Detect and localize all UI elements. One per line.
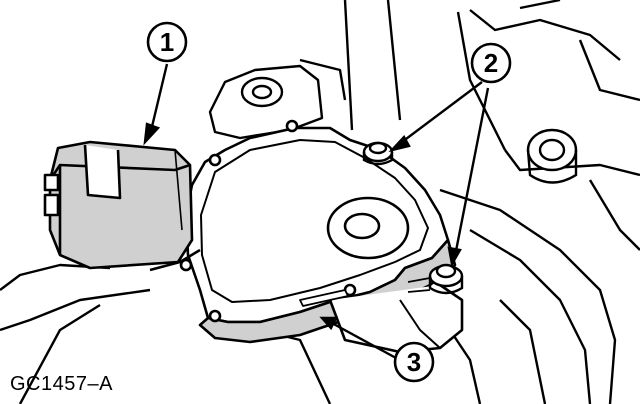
electrical-connector [43, 140, 201, 272]
retaining-bolt [407, 263, 464, 295]
callout-circle [146, 21, 188, 63]
figure-id-label: GC1457–A [10, 373, 113, 395]
callout-circle [393, 341, 435, 383]
retaining-bolt [362, 141, 394, 166]
callout-number: 2 [484, 48, 498, 78]
case-boss [526, 128, 578, 184]
callout-2: 2 [470, 42, 512, 84]
callout-number: 1 [160, 27, 174, 57]
sensor-housing [179, 119, 464, 354]
callout-leaders [143, 63, 490, 360]
callout-1: 1 [146, 21, 188, 63]
callout-number: 3 [407, 347, 421, 377]
callout-circle [470, 42, 512, 84]
mounting-boss [208, 64, 324, 140]
callout-3: 3 [393, 341, 435, 383]
